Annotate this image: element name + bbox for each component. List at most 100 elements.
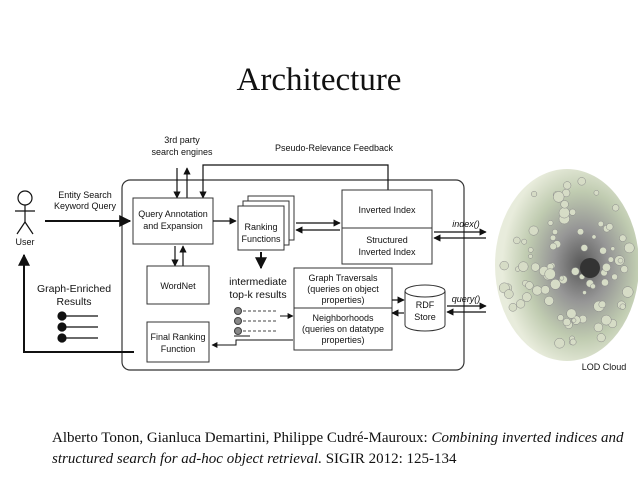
neighborhoods-label: Neighborhoods <box>312 313 374 323</box>
lod-node <box>582 290 587 295</box>
lod-node <box>571 267 580 276</box>
lod-node <box>622 286 634 298</box>
inverted-index-label: Inverted Index <box>358 205 416 215</box>
lod-node <box>624 242 635 254</box>
rdf-store-label: Store <box>414 312 436 322</box>
structured-index-label: Inverted Index <box>358 247 416 257</box>
lod-node <box>617 257 624 264</box>
lod-node <box>610 246 616 252</box>
lod-cloud-graphic <box>495 169 638 361</box>
final-ranking-label: Function <box>161 344 196 354</box>
lod-node <box>528 225 539 236</box>
lod-node <box>557 314 564 322</box>
lod-node <box>607 256 614 263</box>
rdf-store-cylinder <box>404 284 446 332</box>
lod-node <box>593 190 600 196</box>
lod-node <box>601 314 612 326</box>
results-return-arrow <box>18 253 134 353</box>
lod-node <box>577 177 586 186</box>
lod-node <box>569 208 577 216</box>
ranking-functions-box <box>237 205 285 251</box>
lod-node <box>547 220 554 226</box>
citation-venue: SIGIR 2012: 125-134 <box>321 451 457 467</box>
lod-node <box>596 333 606 343</box>
page-title: Architecture <box>236 62 402 98</box>
lod-node <box>563 181 572 190</box>
third-party-label: search engines <box>151 147 213 157</box>
lod-node <box>597 220 604 227</box>
lod-node <box>566 308 577 319</box>
lod-node <box>527 247 534 253</box>
results-list-icon <box>57 311 98 343</box>
pseudo-relevance-arrow <box>199 164 389 199</box>
graph-traversals-label: Graph Traversals <box>308 273 378 283</box>
lod-node <box>532 285 543 296</box>
citation: Alberto Tonon, Gianluca Demartini, Phili… <box>52 428 632 470</box>
lod-node <box>590 283 596 290</box>
lod-node <box>499 260 509 271</box>
lod-node <box>602 263 611 272</box>
lod-node <box>508 303 518 312</box>
lod-node <box>562 318 571 327</box>
rdf-store-label: RDF <box>416 300 435 310</box>
lod-node <box>516 299 526 309</box>
lod-node <box>593 322 604 333</box>
graph-to-final-arrow <box>211 339 293 348</box>
lod-node <box>571 318 577 323</box>
wordnet-box <box>146 265 210 305</box>
final-ranking-box <box>146 321 210 363</box>
lod-node <box>540 285 550 295</box>
lod-node <box>619 234 627 242</box>
ranking-functions-label: Functions <box>241 234 281 244</box>
query-annotation-box <box>132 197 214 245</box>
lod-node <box>612 204 620 212</box>
lod-node <box>513 236 521 245</box>
lod-node <box>559 275 565 281</box>
ranking-functions-label: Ranking <box>244 222 277 232</box>
intermediate-results-icon <box>233 306 278 336</box>
lod-node <box>544 295 554 306</box>
lod-node <box>577 228 584 236</box>
lod-node <box>591 234 597 240</box>
graph-queries-box <box>293 267 393 351</box>
lod-node <box>601 278 609 287</box>
lod-node <box>606 223 614 231</box>
lod-node <box>504 289 514 299</box>
user-label: User <box>15 237 34 247</box>
graph-traversals-label: (queries on object <box>307 284 379 294</box>
neighborhoods-label: (queries on datatype <box>302 324 384 334</box>
lod-node <box>619 303 626 310</box>
lod-node <box>599 246 607 255</box>
index-box <box>341 189 433 265</box>
lod-cloud-label: LOD Cloud <box>582 362 627 372</box>
graph-traversals-label: properties) <box>321 295 364 305</box>
user-icon <box>15 190 35 235</box>
lod-node <box>530 262 540 272</box>
lod-node <box>518 261 529 272</box>
intermediate-label: top-k results <box>229 289 286 301</box>
lod-node <box>528 253 533 259</box>
lod-node <box>549 234 557 241</box>
third-party-label: 3rd party <box>164 135 200 145</box>
lod-node <box>521 238 528 245</box>
lod-node <box>522 292 532 302</box>
lod-node <box>531 190 538 198</box>
lod-node <box>558 207 570 219</box>
index-call-label: index() <box>452 219 480 229</box>
lod-node <box>611 273 618 281</box>
query-annotation-label: and Expansion <box>143 221 203 231</box>
lod-node <box>525 281 534 290</box>
lod-node <box>569 338 577 346</box>
lod-node <box>598 300 607 309</box>
lod-node <box>550 278 561 290</box>
citation-authors: Alberto Tonon, Gianluca Demartini, Phili… <box>52 430 432 446</box>
pseudo-relevance-label: Pseudo-Relevance Feedback <box>275 143 394 153</box>
lod-node <box>560 200 569 209</box>
neighborhoods-label: properties) <box>321 335 364 345</box>
query-call-label: query() <box>452 294 481 304</box>
lod-node <box>620 265 629 274</box>
lod-node <box>554 337 565 349</box>
lod-node <box>549 242 557 251</box>
intermediate-label: intermediate <box>229 276 287 288</box>
